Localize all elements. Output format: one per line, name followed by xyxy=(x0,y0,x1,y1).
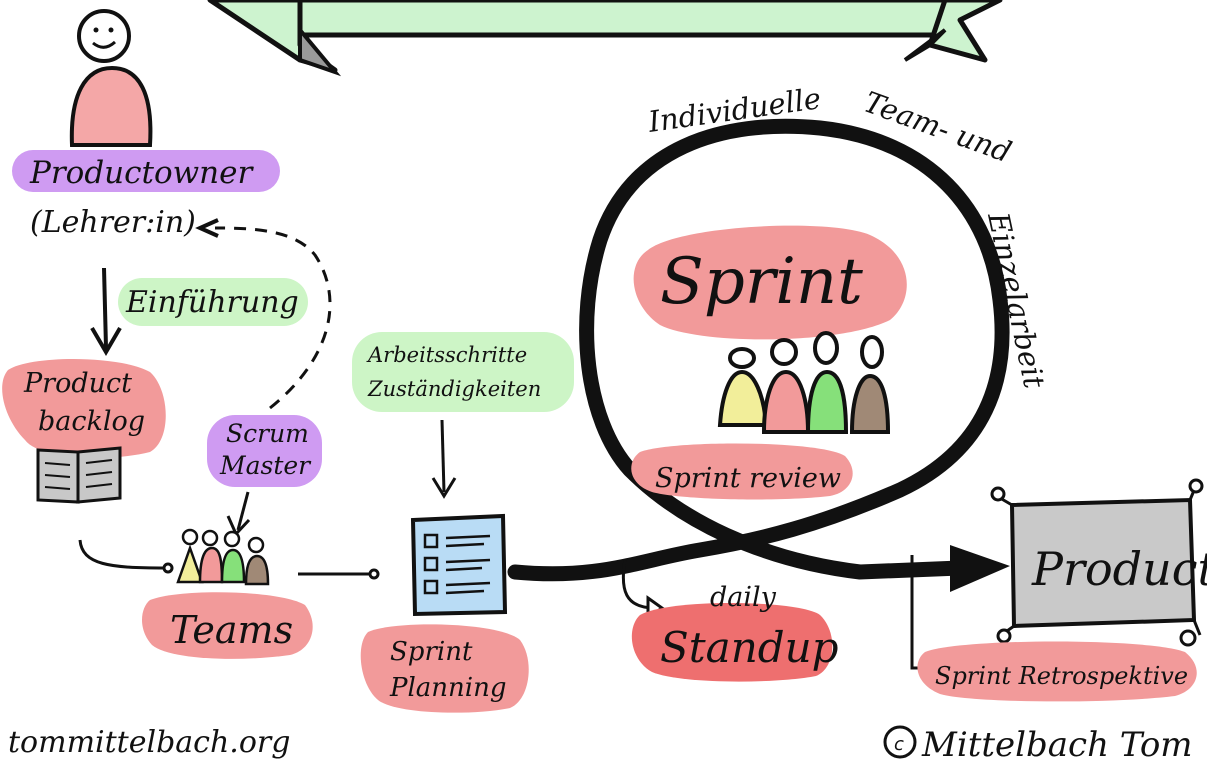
svg-text:c: c xyxy=(894,734,904,755)
productowner-highlight xyxy=(12,150,280,192)
website-label: tommittelbach.org xyxy=(8,725,290,760)
team-und-label: Team- und xyxy=(860,85,1016,170)
copyright-icon: c xyxy=(883,725,917,759)
standup-label: Standup xyxy=(660,623,839,672)
sprint-planning-line2: Planning xyxy=(389,673,507,703)
product-label: Product xyxy=(1031,542,1207,596)
group-of-people-icon xyxy=(176,528,270,586)
lehrer-label: (Lehrer:in) xyxy=(30,205,196,240)
scrum-master-line1: Scrum xyxy=(226,419,309,448)
sprint-highlight xyxy=(633,225,907,340)
product-backlog-line1: Product xyxy=(23,368,132,399)
copyright-label: Mittelbach Tom xyxy=(921,725,1193,765)
daily-label: daily xyxy=(710,582,777,613)
arrow-scrum-to-teams xyxy=(236,491,250,531)
teams-highlight xyxy=(142,592,313,659)
productowner-label: Productowner xyxy=(29,155,254,191)
arrow-down-to-backlog xyxy=(90,267,122,356)
arrow-to-sprint-backlog xyxy=(440,419,446,493)
scrum-master-highlight xyxy=(207,415,322,487)
arrow-backlog-to-teams xyxy=(78,539,166,570)
arbeitsschritte-highlight xyxy=(352,332,574,412)
einfuhrung-label: Einführung xyxy=(125,285,299,320)
sprint-planning-highlight xyxy=(360,624,529,713)
sprint-planning-line1: Sprint xyxy=(390,637,473,667)
dashed-feedback-arrow xyxy=(195,218,332,410)
smiling-person-icon xyxy=(69,9,153,147)
teams-label: Teams xyxy=(170,608,293,652)
arbeitsschritte-line2: Zuständigkeiten xyxy=(367,377,541,401)
sprint-team-icon xyxy=(717,331,891,434)
arbeitsschritte-line1: Arbeitsschritte xyxy=(366,343,527,367)
product-backlog-highlight xyxy=(2,358,166,458)
sprint-review-highlight xyxy=(631,443,853,500)
checklist-icon xyxy=(410,513,508,617)
scrum-master-line2: Master xyxy=(219,451,312,480)
sprint-loop xyxy=(507,118,1010,592)
einzelarbeit-label: Einzelarbeit xyxy=(981,208,1052,391)
title-banner xyxy=(207,0,1003,77)
sprint-label: Sprint xyxy=(660,245,863,319)
sprint-retrospektive-label: Sprint Retrospektive xyxy=(935,662,1188,690)
einfuhrung-highlight xyxy=(118,278,308,326)
open-book-icon xyxy=(36,446,122,504)
retrospective-highlight xyxy=(917,641,1197,702)
product-box xyxy=(990,478,1204,647)
sprint-review-label: Sprint review xyxy=(655,463,841,494)
standup-highlight xyxy=(631,602,833,682)
product-backlog-line2: backlog xyxy=(38,406,145,437)
